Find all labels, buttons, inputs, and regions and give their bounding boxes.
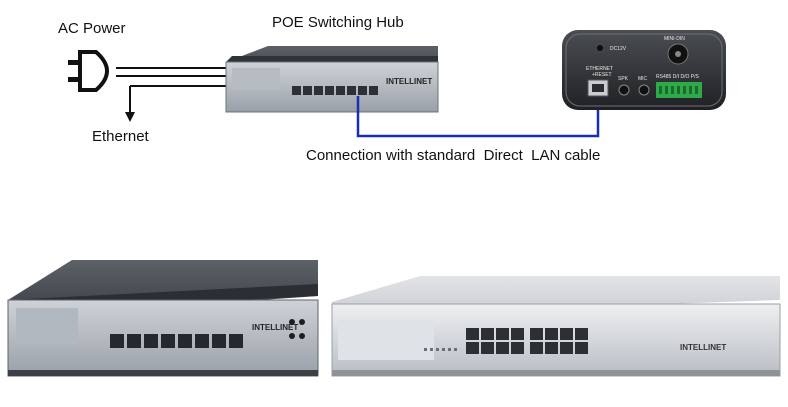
camera-back-panel: DC12V MINI-DIN ETHERNET +RESET SPK MIC R… [562,30,726,110]
camera-terminal-label: RS485 D/I D/O P/S [656,74,699,80]
camera-mic-label: MIC [638,76,648,82]
camera-spk-label: SPK [618,76,629,82]
switch-16-brand-label: INTELLINET [680,343,726,352]
ac-power-label: AC Power [58,20,126,37]
switch-brand-label: INTELLINET [386,77,432,86]
ethernet-label: Ethernet [92,128,149,145]
poe-hub-label: POE Switching Hub [272,14,404,31]
switch-16port-photo: INTELLINET [332,276,780,376]
connection-label: Connection with standard Direct LAN cabl… [306,147,600,164]
ac-plug-icon [68,52,107,90]
camera-minidin-label: MINI-DIN [664,36,685,42]
camera-dc-label: DC12V [610,46,627,52]
camera-reset-label: +RESET [592,72,612,78]
poe-switch-small: INTELLINET [226,46,438,112]
power-cable [116,68,232,76]
poe-switch-8port-photo: INTELLINET [8,260,318,376]
ethernet-arrow [125,86,232,122]
